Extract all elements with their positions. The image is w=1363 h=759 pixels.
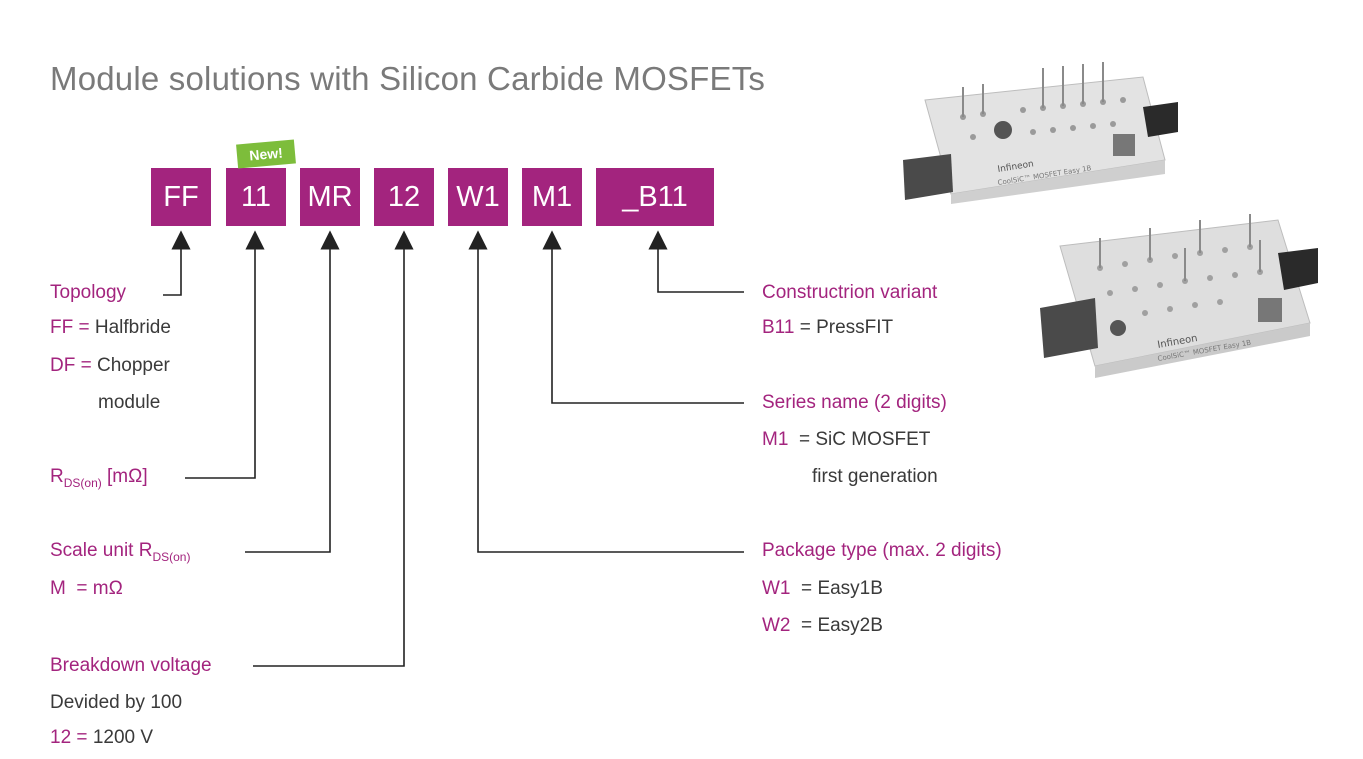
construction-connector <box>648 230 744 293</box>
code-box-package: W1 <box>448 168 508 226</box>
code-box-construction: _B11 <box>596 168 714 226</box>
construction-line: B11 = PressFIT <box>762 317 893 339</box>
scale-heading-text: Scale unit R <box>50 540 153 561</box>
series-connector <box>542 230 744 404</box>
equals-sign: = <box>71 578 88 599</box>
series-value: SiC MOSFET <box>815 429 931 450</box>
series-code: M1 <box>762 429 789 450</box>
breakdown-value: 1200 V <box>92 727 154 748</box>
code-box-topology: FF <box>151 168 211 226</box>
scale-sub: DS(on) <box>152 550 191 564</box>
equals-sign: = <box>795 615 813 636</box>
topology-df-line: DF = Chopper <box>50 355 170 377</box>
equals-sign: = <box>795 578 813 599</box>
topology-df-value: Chopper <box>97 355 170 376</box>
equals-sign: = <box>80 355 92 376</box>
product-photo-easy1b-bottom: Infineon CoolSiC™ MOSFET Easy 1B <box>1040 198 1318 378</box>
topology-ff-code: FF <box>50 317 74 338</box>
scale-heading: Scale unit RDS(on) <box>50 540 191 564</box>
rds-unit: [mΩ] <box>107 466 148 487</box>
equals-sign: = <box>78 317 90 338</box>
voltage-connector <box>253 230 414 667</box>
package-w2-line: W2 = Easy2B <box>762 615 883 637</box>
rds-connector <box>185 230 265 479</box>
code-box-voltage: 12 <box>374 168 434 226</box>
topology-connector <box>163 230 191 296</box>
equals-sign: = <box>793 429 811 450</box>
package-w1-line: W1 = Easy1B <box>762 578 883 600</box>
topology-ff-line: FF = Halfbride <box>50 317 171 339</box>
page-title: Module solutions with Silicon Carbide MO… <box>50 60 766 97</box>
equals-sign: = <box>76 727 88 748</box>
breakdown-heading: Breakdown voltage <box>50 655 212 676</box>
construction-value: PressFIT <box>816 317 894 338</box>
scale-value: mΩ <box>92 578 123 599</box>
scale-code: M <box>50 578 66 599</box>
series-heading: Series name (2 digits) <box>762 392 947 413</box>
package-w1-code: W1 <box>762 578 791 599</box>
package-connector <box>468 230 744 553</box>
topology-ff-value: Halfbride <box>94 317 171 338</box>
package-w1-value: Easy1B <box>817 578 883 599</box>
breakdown-note: Devided by 100 <box>50 692 183 713</box>
rds-label: RDS(on) [mΩ] <box>50 466 148 490</box>
breakdown-code: 12 <box>50 727 72 748</box>
construction-heading: Constructrion variant <box>762 282 938 303</box>
product-photo-easy1b-top: Infineon CoolSiC™ MOSFET Easy 1B <box>903 42 1178 204</box>
rds-sub: DS(on) <box>63 476 102 490</box>
scale-line: M = mΩ <box>50 578 123 600</box>
construction-code: B11 <box>762 317 795 338</box>
package-w2-value: Easy2B <box>817 615 883 636</box>
topology-df-value2: module <box>98 392 161 413</box>
equals-sign: = <box>799 317 811 338</box>
rds-r: R <box>50 466 64 487</box>
topology-heading: Topology <box>50 282 127 303</box>
scale-connector <box>245 230 340 553</box>
package-w2-code: W2 <box>762 615 791 636</box>
code-box-rds: 11 <box>226 168 286 226</box>
series-line: M1 = SiC MOSFET <box>762 429 930 451</box>
code-box-series: M1 <box>522 168 582 226</box>
code-box-scale: MR <box>300 168 360 226</box>
topology-df-code: DF <box>50 355 76 376</box>
package-heading: Package type (max. 2 digits) <box>762 540 1002 561</box>
series-value2: first generation <box>812 466 938 487</box>
breakdown-line: 12 = 1200 V <box>50 727 153 749</box>
